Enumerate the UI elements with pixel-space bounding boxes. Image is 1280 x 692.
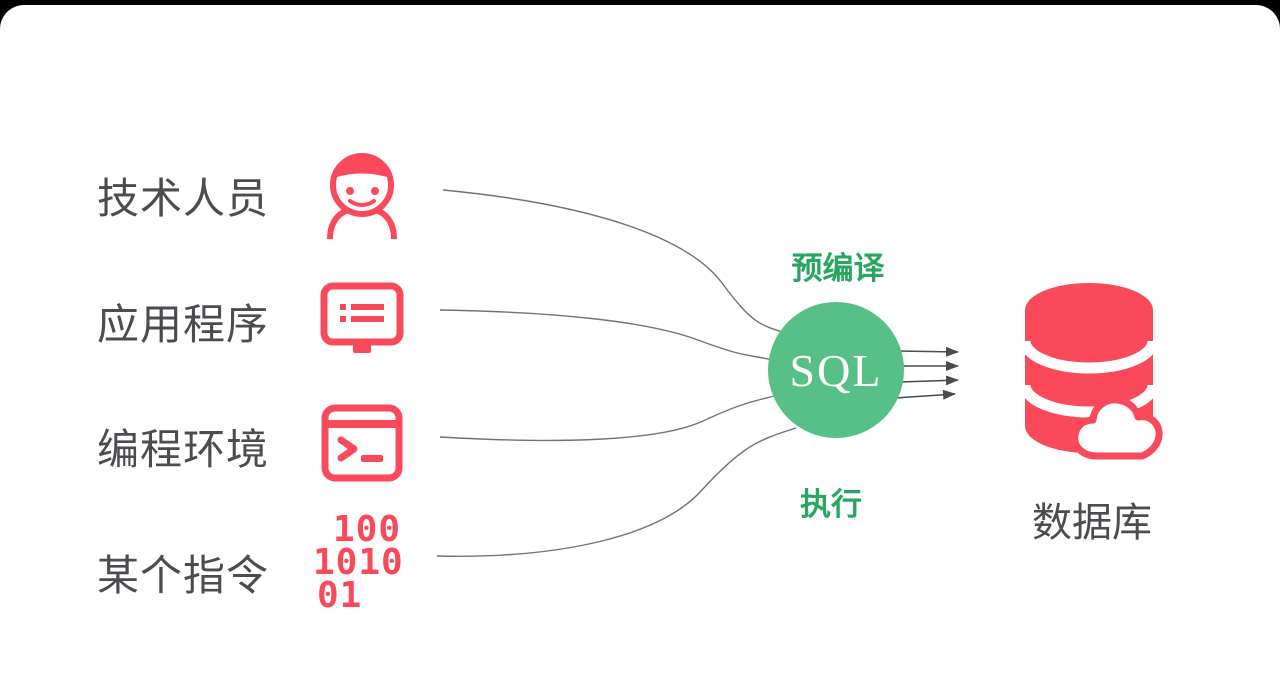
binary-line-2: 1010: [313, 542, 404, 584]
binary-line-3: 01: [317, 575, 363, 617]
source-label-technician: 技术人员: [97, 175, 270, 222]
arrow-sql-to-db-4: [894, 389, 956, 400]
terminal-icon: [321, 404, 403, 482]
binary-line-1: 100: [333, 509, 402, 550]
curve-source-3-to-sql: [439, 394, 779, 442]
source-label-application: 应用程序: [97, 301, 270, 348]
slide-stage: 技术人员 应用程序 编程环境 某个指令: [0, 5, 1280, 692]
source-label-command: 某个指令: [97, 552, 270, 599]
arrow-sql-to-db-3: [899, 375, 959, 386]
database-label: 数据库: [1032, 501, 1152, 545]
database-cloud-icon: [1019, 283, 1163, 460]
curve-source-2-to-sql: [439, 309, 773, 361]
annotation-execute: 执行: [800, 487, 862, 522]
annotation-precompile: 预编译: [791, 251, 885, 286]
arrow-sql-to-db-1: [896, 346, 959, 357]
source-label-environment: 编程环境: [97, 426, 270, 473]
binary-digits-icon: 100 1010 01: [313, 509, 404, 617]
sql-hub-label: SQL: [789, 344, 883, 396]
person-icon: [327, 153, 397, 239]
monitor-list-icon: [320, 282, 404, 353]
curve-source-1-to-sql: [442, 189, 796, 337]
sql-hub-circle: SQL: [768, 302, 904, 438]
curve-source-4-to-sql: [436, 427, 797, 557]
